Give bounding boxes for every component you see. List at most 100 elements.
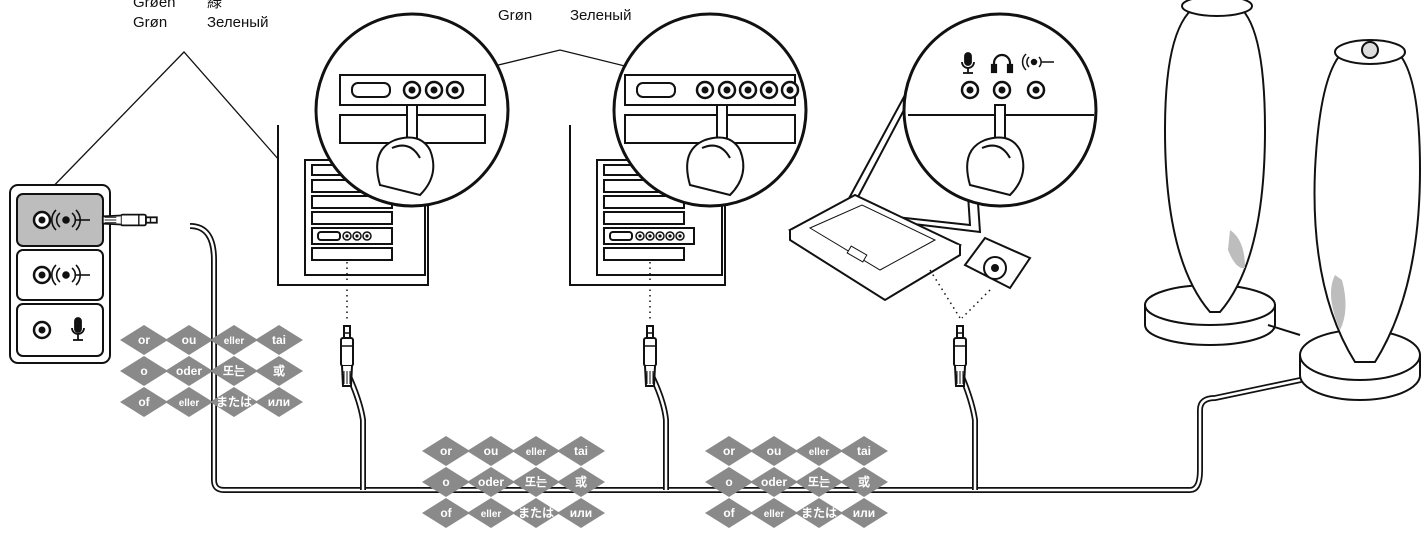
or-word: tai	[857, 444, 871, 458]
jack-panel-slot-mic	[16, 303, 104, 357]
or-word: or	[440, 444, 452, 458]
zoom-detail-3	[902, 12, 1098, 208]
or-diamond	[210, 325, 258, 355]
or-diamond	[750, 498, 798, 528]
mini-jack-plug	[101, 213, 158, 227]
jack-panel	[9, 184, 111, 364]
or-word: of	[138, 395, 150, 409]
speaker-out-icon	[51, 264, 90, 286]
jack-panel-slot-line-out	[16, 249, 104, 301]
speaker-right	[1299, 39, 1422, 401]
or-diamond	[165, 356, 213, 386]
headphones-icon	[990, 53, 1014, 74]
or-word: o	[140, 364, 147, 378]
or-word: または	[801, 506, 837, 520]
or-diamond	[255, 325, 303, 355]
or-diamond	[705, 498, 753, 528]
or-diamond	[422, 436, 470, 466]
or-word: ou	[182, 333, 197, 347]
or-diamond	[557, 436, 605, 466]
mini-jack-plug	[953, 325, 967, 387]
or-word: or	[138, 333, 150, 347]
mini-jack-plug	[643, 325, 657, 387]
label-zelenyi-left: Зеленый	[207, 14, 268, 31]
or-word: eller	[481, 509, 502, 520]
or-diamond	[210, 387, 258, 417]
or-word: tai	[272, 333, 286, 347]
or-word: o	[442, 475, 449, 489]
or-word: of	[440, 506, 452, 520]
or-diamond	[120, 356, 168, 386]
or-diamond	[165, 325, 213, 355]
or-diamond	[705, 436, 753, 466]
or-word: ou	[484, 444, 499, 458]
speaker-left	[1144, 0, 1301, 346]
or-word: 或	[575, 474, 587, 489]
or-word: или	[853, 506, 875, 520]
label-green-japanese: 緑	[207, 0, 222, 11]
or-word: または	[216, 395, 252, 409]
or-word: o	[725, 475, 732, 489]
or-diamond	[467, 436, 515, 466]
dotted-guide	[929, 269, 991, 319]
jack-panel-slot-headphone	[16, 193, 104, 247]
or-word: 또는	[525, 475, 547, 489]
or-diamond	[840, 436, 888, 466]
or-diamond	[255, 387, 303, 417]
or-diamond	[467, 467, 515, 497]
or-word: 또는	[808, 475, 830, 489]
laptop-computer	[788, 93, 982, 302]
label-grøn-middle: Grøn	[498, 7, 532, 24]
or-word: eller	[764, 509, 785, 520]
mini-jack-plug	[340, 325, 354, 387]
microphone-icon	[961, 52, 975, 74]
mp3-player	[963, 236, 1032, 290]
or-diamond	[210, 356, 258, 386]
or-diamond	[467, 498, 515, 528]
zoom-detail-1	[314, 12, 510, 208]
label-grøn-left: Grøn	[133, 14, 167, 31]
or-diamond	[750, 467, 798, 497]
or-diamond	[512, 498, 560, 528]
or-diamond	[840, 498, 888, 528]
speaker-out-icon	[51, 209, 90, 231]
or-diamond	[557, 498, 605, 528]
or-diamond	[422, 498, 470, 528]
or-diamond	[512, 436, 560, 466]
or-diamond	[255, 356, 303, 386]
or-diamond	[165, 387, 213, 417]
or-word: or	[723, 444, 735, 458]
or-word: eller	[809, 447, 830, 458]
or-diamond	[422, 467, 470, 497]
or-word: oder	[176, 364, 202, 378]
or-word: tai	[574, 444, 588, 458]
or-word: ou	[767, 444, 782, 458]
microphone-icon	[71, 317, 85, 341]
or-word: または	[518, 506, 554, 520]
or-diamond	[120, 387, 168, 417]
or-word: 或	[858, 474, 870, 489]
or-diamond	[795, 498, 843, 528]
or-word: 또는	[223, 364, 245, 378]
or-diamond	[705, 467, 753, 497]
or-diamond	[512, 467, 560, 497]
or-word: или	[570, 506, 592, 520]
speaker-out-icon	[1021, 53, 1054, 71]
label-zelenyi-middle: Зеленый	[570, 7, 631, 24]
or-diamond	[840, 467, 888, 497]
or-diamond	[120, 325, 168, 355]
or-diamond	[557, 467, 605, 497]
or-word: eller	[526, 447, 547, 458]
or-diamond	[750, 436, 798, 466]
zoom-detail-2	[612, 12, 808, 208]
or-diamond	[795, 436, 843, 466]
label-grøen: Grøen	[133, 0, 176, 11]
or-diamond	[795, 467, 843, 497]
or-word: или	[268, 395, 290, 409]
or-word: eller	[224, 336, 245, 347]
or-word: eller	[179, 398, 200, 409]
